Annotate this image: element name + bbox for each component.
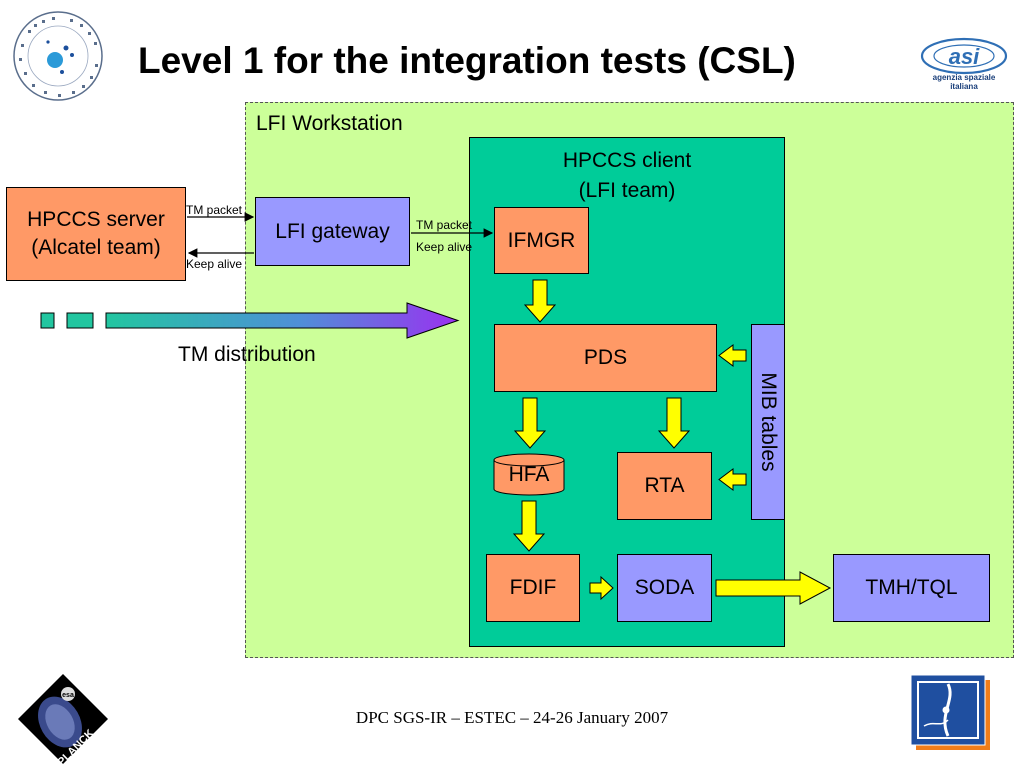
planck-logo: esa PLANCK <box>18 674 108 766</box>
soda-box: SODA <box>617 554 712 622</box>
fdif-box: FDIF <box>486 554 580 622</box>
pds-to-hfa-arrow <box>513 397 547 449</box>
tmh-tql-box: TMH/TQL <box>833 554 990 622</box>
rta-box: RTA <box>617 452 712 520</box>
hpccs-client-label: HPCCS client (LFI team) <box>469 146 785 206</box>
tm-dash-1 <box>40 312 55 329</box>
tm-packet-label-2: TM packet <box>416 218 473 232</box>
ifmgr-box: IFMGR <box>494 207 589 274</box>
ifmgr-to-pds-arrow <box>523 279 557 323</box>
hpccs-client-label-line2: (LFI team) <box>578 179 676 202</box>
tm-packet-label-1: TM packet <box>186 203 243 217</box>
pds-box: PDS <box>494 324 717 392</box>
soda-to-tmh-arrow <box>715 571 832 605</box>
page-title: Level 1 for the integration tests (CSL) <box>138 40 796 81</box>
mib-to-pds-arrow <box>718 344 747 367</box>
mib-to-rta-arrow <box>718 468 747 491</box>
lfi-workstation-label: LFI Workstation <box>256 112 403 135</box>
hpccs-client-label-line1: HPCCS client <box>562 149 692 172</box>
svg-text:italiana: italiana <box>950 82 978 91</box>
svg-text:esa: esa <box>62 692 74 699</box>
tm-dash-2 <box>66 312 94 329</box>
asi-logo: asi agenzia spaziale italiana <box>920 37 1008 91</box>
footer-text: DPC SGS-IR – ESTEC – 24-26 January 2007 <box>355 708 669 727</box>
mib-tables-box <box>751 324 785 520</box>
fdif-to-soda-arrow <box>589 575 614 601</box>
hpccs-server-line1: HPCCS server <box>27 208 165 231</box>
tm-distribution-label: TM distribution <box>178 343 316 366</box>
svg-text:asi: asi <box>949 44 980 69</box>
inaf-logo <box>13 11 103 101</box>
lfi-logo <box>910 674 990 750</box>
hfa-to-fdif-arrow <box>512 500 546 552</box>
keep-alive-label-1: Keep alive <box>186 257 243 271</box>
tm-distribution-arrow <box>105 302 460 339</box>
keep-alive-label-2: Keep alive <box>416 240 473 254</box>
pds-to-rta-arrow <box>657 397 691 449</box>
hfa-label: HFA <box>508 463 550 486</box>
hpccs-server-box: HPCCS server (Alcatel team) <box>6 187 186 281</box>
hfa-database <box>493 453 565 496</box>
lfi-gateway-box: LFI gateway <box>255 197 410 266</box>
svg-text:agenzia spaziale: agenzia spaziale <box>933 73 996 82</box>
hpccs-server-line2: (Alcatel team) <box>31 236 161 259</box>
